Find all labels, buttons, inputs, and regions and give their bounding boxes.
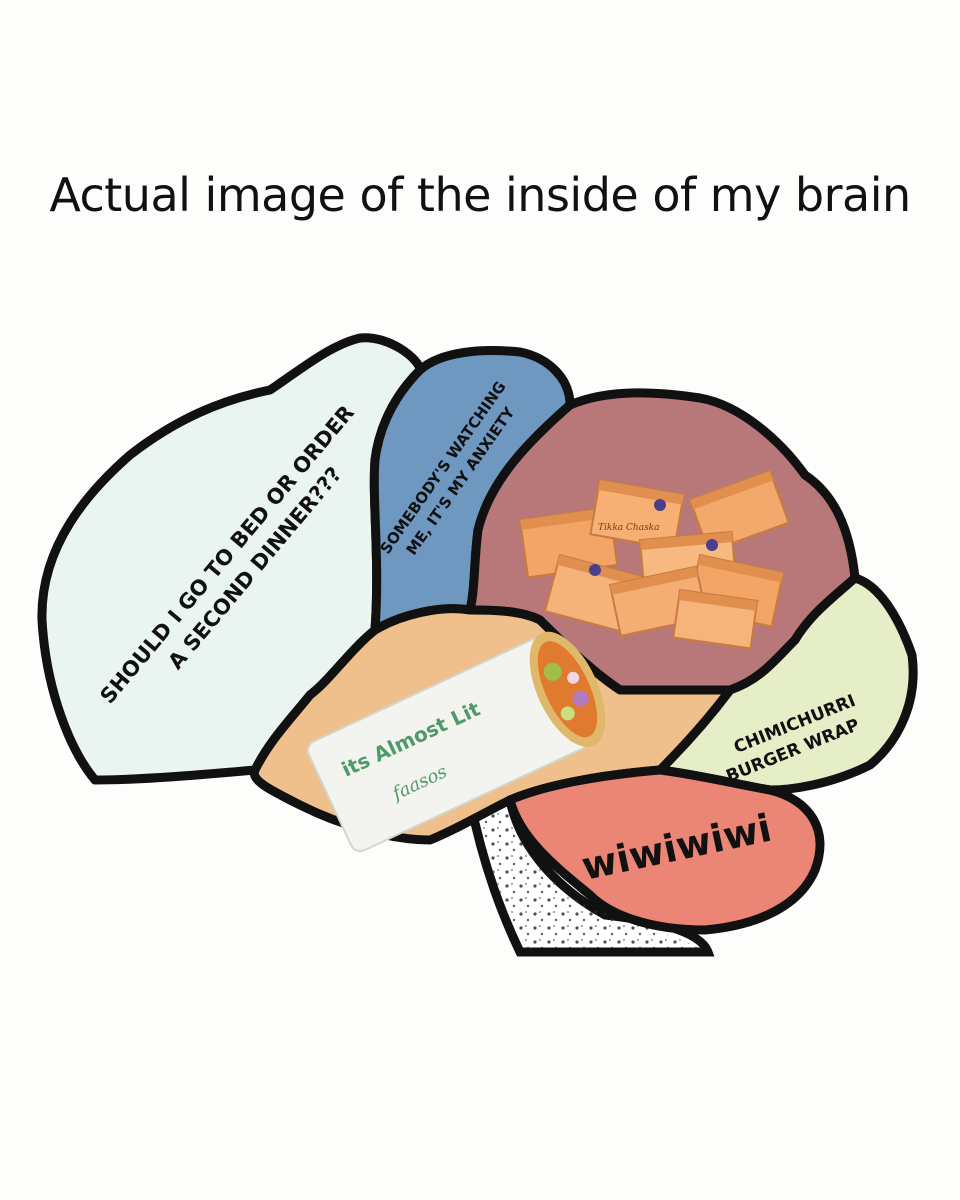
- cerebellum-region: [505, 765, 825, 935]
- sachet-brand-text: Tikka Chaska: [598, 523, 660, 533]
- sauce-sachets-pile: Tikka Chaska: [518, 469, 790, 650]
- meme-title: Actual image of the inside of my brain: [49, 168, 911, 222]
